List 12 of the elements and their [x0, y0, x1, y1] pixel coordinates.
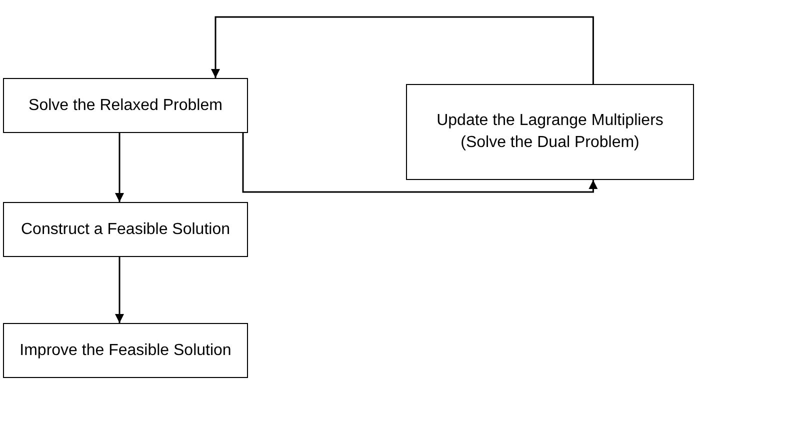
- box-label: Update the Lagrange Multipliers (Solve the Dual Problem): [436, 111, 664, 153]
- process-box: [406, 84, 694, 180]
- arrow: [242, 133, 598, 193]
- process-box: [3, 323, 248, 378]
- process-box: [3, 202, 248, 257]
- box-label: Solve the Relaxed Problem: [28, 96, 222, 116]
- arrow: [211, 16, 594, 84]
- box-label: Improve the Feasible Solution: [20, 340, 232, 361]
- box-label: Construct a Feasible Solution: [21, 220, 230, 240]
- process-box: [3, 78, 248, 133]
- arrow: [115, 257, 124, 323]
- arrow: [115, 133, 124, 202]
